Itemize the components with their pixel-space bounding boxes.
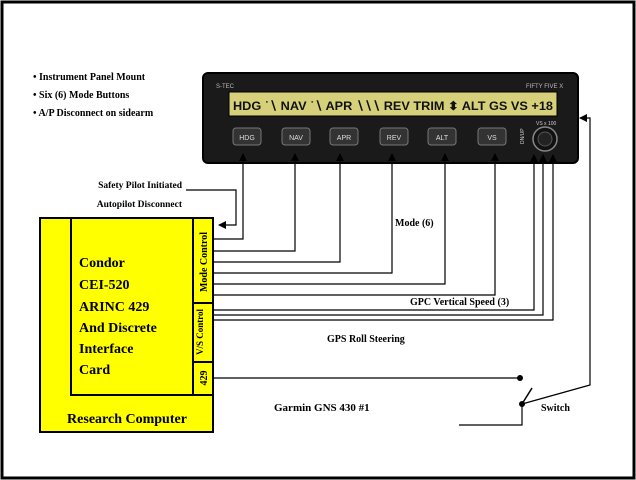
mode-button-alt[interactable]: ALT — [427, 127, 457, 146]
gpc-label: GPC Vertical Speed (3) — [410, 297, 509, 308]
wire-nav — [213, 153, 299, 252]
card-name-line: CEI-520 — [79, 278, 130, 293]
note-panel-mount: • Instrument Panel Mount — [33, 72, 146, 83]
disconnect-wire — [186, 189, 237, 229]
lcd-text: HDG ˙∖ NAV ˙∖ APR ∖∖∖ REV TRIM ⬍ ALT GS … — [233, 99, 553, 113]
interface-card: Condor CEI-520 ARINC 429 And Discrete In… — [39, 217, 214, 433]
button-face[interactable] — [329, 127, 359, 146]
switch-arm[interactable] — [521, 387, 533, 405]
wire-apr — [213, 153, 344, 263]
safety-label-line1: Safety Pilot Initiated — [98, 181, 183, 191]
note-mode-buttons: • Six (6) Mode Buttons — [33, 90, 129, 101]
card-name-line: And Discrete — [79, 321, 157, 336]
autopilot-model: FIFTY FIVE X — [526, 84, 563, 90]
knob-side-label: DN/UP — [520, 128, 526, 144]
button-label-apr: APR — [337, 135, 351, 142]
button-face[interactable] — [379, 127, 409, 146]
wire-garmin — [459, 404, 523, 426]
button-face[interactable] — [232, 127, 262, 146]
autopilot-unit: S-TEC FIFTY FIVE X HDG ˙∖ NAV ˙∖ APR ∖∖∖… — [202, 72, 579, 164]
button-label-nav: NAV — [289, 135, 303, 142]
wire-alt — [213, 153, 449, 285]
vs-wires — [213, 154, 557, 321]
mode-control-label: Mode Control — [199, 232, 210, 292]
wire-switch-to-ap — [521, 114, 591, 405]
mode-button-nav[interactable]: NAV — [281, 127, 311, 146]
safety-label-line2: Autopilot Disconnect — [97, 200, 183, 210]
switch-label: Switch — [541, 403, 570, 414]
button-label-rev: REV — [387, 135, 402, 142]
button-label-vs: VS — [487, 135, 497, 142]
wire-hdg — [213, 153, 247, 240]
button-face[interactable] — [281, 127, 311, 146]
card-name-line: Card — [79, 363, 110, 378]
button-label-alt: ALT — [436, 135, 449, 142]
note-ap-disconnect: • A/P Disconnect on sidearm — [33, 108, 154, 119]
lcd-display — [228, 91, 558, 117]
research-computer-box — [39, 217, 214, 433]
research-computer-label: Research Computer — [67, 412, 187, 427]
safety-disconnect: Safety Pilot Initiated Autopilot Disconn… — [97, 181, 237, 229]
garmin-label: Garmin GNS 430 #1 — [274, 402, 370, 414]
button-face[interactable] — [477, 127, 507, 146]
card-name-line: ARINC 429 — [79, 300, 149, 315]
button-face[interactable] — [427, 127, 457, 146]
wire-vs — [213, 153, 499, 296]
feature-notes: • Instrument Panel Mount • Six (6) Mode … — [33, 72, 154, 119]
autopilot-panel — [202, 72, 579, 164]
wire-vs-3 — [213, 154, 557, 321]
arinc-429-label: 429 — [199, 371, 210, 386]
mode-button-vs[interactable]: VS — [477, 127, 507, 146]
mode-button-apr[interactable]: APR — [329, 127, 359, 146]
card-inner-box — [70, 217, 214, 396]
card-name-line: Condor — [79, 256, 125, 271]
knob-label: VS x 100 — [536, 121, 557, 127]
mode-wires — [213, 153, 499, 296]
vs-knob-center — [537, 131, 553, 147]
gps-label: GPS Roll Steering — [327, 334, 405, 345]
wire-rev — [213, 153, 396, 274]
roll-steering-path — [213, 114, 591, 426]
button-label-hdg: HDG — [239, 135, 255, 142]
card-name-line: Interface — [79, 342, 133, 357]
mode-button-rev[interactable]: REV — [379, 127, 409, 146]
vs-control-label: V/S Control — [195, 308, 205, 355]
mode-button-hdg[interactable]: HDG — [232, 127, 262, 146]
switch-contact — [517, 375, 523, 381]
mode-label: Mode (6) — [395, 218, 434, 229]
wire-vs-2 — [213, 154, 547, 316]
wire-vs-1 — [213, 154, 538, 311]
autopilot-brand: S-TEC — [216, 84, 235, 90]
